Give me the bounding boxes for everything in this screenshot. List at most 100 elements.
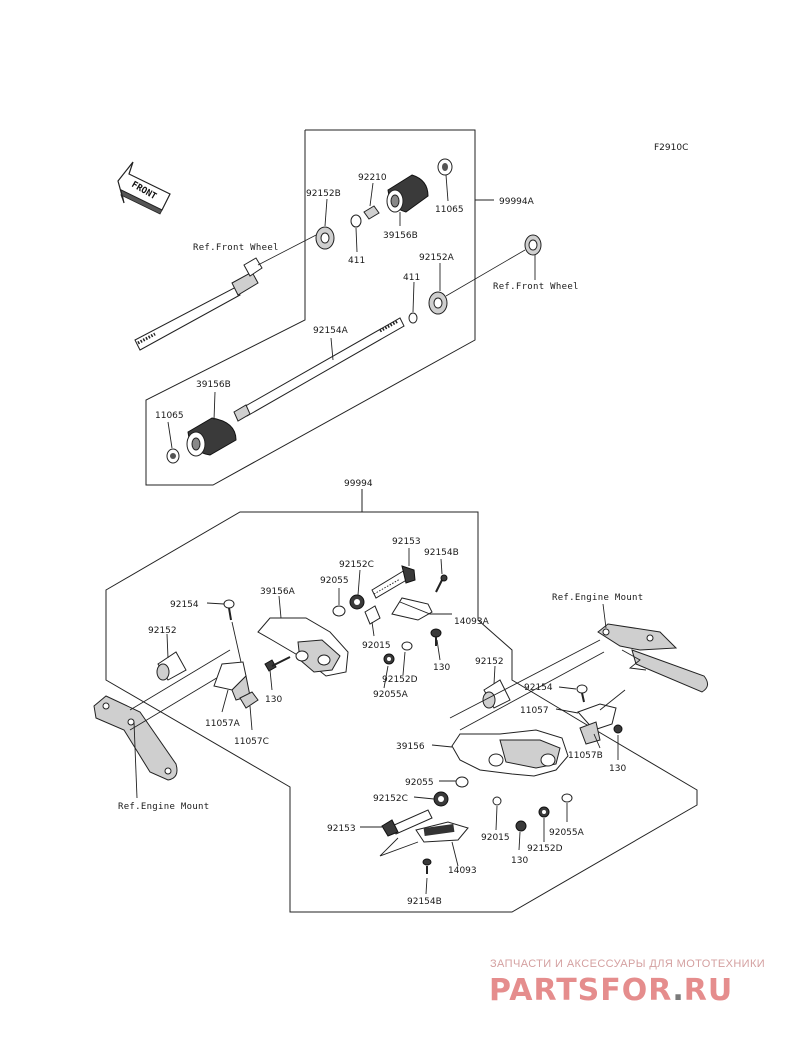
- label-92055A-a: 92055A: [373, 690, 409, 700]
- label-92055A-b: 92055A: [549, 828, 585, 838]
- washer-92055A-upper: [401, 641, 413, 651]
- label-92153-b: 92153: [327, 824, 356, 834]
- engine-mount-left: [93, 695, 178, 781]
- collar-92152C-upper: [349, 594, 365, 610]
- label-ref-engine-mount-left: Ref.Engine Mount: [118, 802, 210, 812]
- screw-92154B-lower: [422, 858, 432, 874]
- front-wheel-ref-right: [524, 234, 542, 256]
- front-axle-left: [134, 257, 263, 351]
- label-11057B: 11057B: [568, 751, 603, 761]
- label-99994: 99994: [344, 479, 373, 489]
- label-92152A: 92152A: [419, 253, 455, 263]
- label-92154-a: 92154: [170, 600, 199, 610]
- label-92055-a: 92055: [320, 576, 349, 586]
- cover-14093A: [391, 597, 452, 621]
- label-130-a: 130: [433, 663, 450, 673]
- label-39156B-low: 39156B: [196, 380, 231, 390]
- label-130-d: 130: [511, 856, 528, 866]
- collar-92152B: [315, 226, 335, 250]
- label-92152D-a: 92152D: [382, 675, 418, 685]
- label-411-b: 411: [403, 273, 420, 283]
- collar-92152C-lower: [433, 791, 449, 807]
- frame-slider-39156B-low: [186, 417, 237, 457]
- washer-411-a: [350, 214, 362, 228]
- spacer-92015-lower: [492, 796, 502, 806]
- nut-92210: [363, 205, 380, 220]
- label-92152B: 92152B: [306, 189, 341, 199]
- bracket-11057: [577, 703, 617, 745]
- screw-92154-right: [576, 684, 588, 703]
- spacer-92015-upper: [364, 605, 381, 625]
- label-92154B-a: 92154B: [424, 548, 459, 558]
- watermark-logo: PARTSFOR.RU: [489, 973, 733, 1008]
- label-92154A: 92154A: [313, 326, 349, 336]
- label-411-a: 411: [348, 256, 365, 266]
- label-130-c: 130: [609, 764, 626, 774]
- figure-code: F2910C: [654, 143, 688, 153]
- collar-92152D-lower: [538, 806, 550, 818]
- bolt-130-upper: [430, 628, 442, 646]
- cover-14093: [415, 821, 469, 843]
- washer-92055-lower: [455, 776, 469, 788]
- bolt-130-lower: [515, 820, 527, 832]
- screw-92154B-upper: [435, 574, 448, 593]
- frame-slider-39156: [451, 729, 569, 777]
- bolt-92153-lower: [381, 809, 433, 837]
- engine-mount-right: [597, 623, 708, 693]
- axle-92154A: [233, 317, 405, 422]
- bracket-11057A: [213, 661, 251, 701]
- watermark-tagline: ЗАПЧАСТИ И АКСЕССУАРЫ ДЛЯ МОТОТЕХНИКИ: [490, 958, 765, 970]
- watermark-brand-right: RU: [684, 973, 733, 1008]
- label-92152C-b: 92152C: [373, 794, 408, 804]
- label-92154B-b: 92154B: [407, 897, 442, 907]
- washer-92055A-lower: [561, 793, 573, 803]
- label-92152C-a: 92152C: [339, 560, 374, 570]
- label-92015-b: 92015: [481, 833, 510, 843]
- cap-11065-low: [166, 448, 180, 464]
- watermark-brand-dot: .: [672, 973, 683, 1008]
- label-11065-top: 11065: [435, 205, 464, 215]
- label-ref-engine-mount-right: Ref.Engine Mount: [552, 593, 644, 603]
- label-39156: 39156: [396, 742, 425, 752]
- label-14093A: 14093A: [454, 617, 490, 627]
- washer-92055-upper: [332, 605, 346, 617]
- label-92154-b: 92154: [524, 683, 553, 693]
- label-14093: 14093: [448, 866, 477, 876]
- label-92055-b: 92055: [405, 778, 434, 788]
- label-92153-a: 92153: [392, 537, 421, 547]
- cap-11065-top: [437, 158, 453, 176]
- watermark-brand: PARTSFOR.RU: [489, 973, 733, 1008]
- bolt-92153-upper: [371, 565, 416, 599]
- bolt-130-right: [613, 724, 623, 734]
- front-arrow-icon: FRONT: [117, 161, 171, 215]
- collar-92152-left: [156, 651, 187, 681]
- watermark-brand-mid: FOR: [600, 973, 672, 1008]
- label-130-b: 130: [265, 695, 282, 705]
- washer-411-b: [408, 312, 418, 324]
- label-11057: 11057: [520, 706, 549, 716]
- clamp-11057C: [239, 691, 259, 709]
- label-92210: 92210: [358, 173, 387, 183]
- label-11057A: 11057A: [205, 719, 241, 729]
- kit-box-99994: [105, 489, 698, 913]
- watermark-brand-left: PARTS: [489, 973, 600, 1008]
- collar-92152A: [428, 291, 448, 315]
- collar-92152D-upper: [383, 653, 395, 665]
- kit-box-99994A: [145, 129, 476, 486]
- label-92152-a: 92152: [148, 626, 177, 636]
- label-11065-low: 11065: [155, 411, 184, 421]
- label-99994A: 99994A: [499, 197, 535, 207]
- label-ref-front-wheel-right: Ref.Front Wheel: [493, 282, 579, 292]
- label-92152-b: 92152: [475, 657, 504, 667]
- bolt-130-left: [264, 656, 291, 672]
- frame-slider-39156A: [257, 617, 349, 677]
- label-39156B-top: 39156B: [383, 231, 418, 241]
- label-92152D-b: 92152D: [527, 844, 563, 854]
- label-39156A: 39156A: [260, 587, 296, 597]
- label-ref-front-wheel-left: Ref.Front Wheel: [193, 243, 279, 253]
- screw-92154-left: [223, 599, 235, 621]
- frame-slider-39156B-top: [386, 174, 429, 213]
- label-92015-a: 92015: [362, 641, 391, 651]
